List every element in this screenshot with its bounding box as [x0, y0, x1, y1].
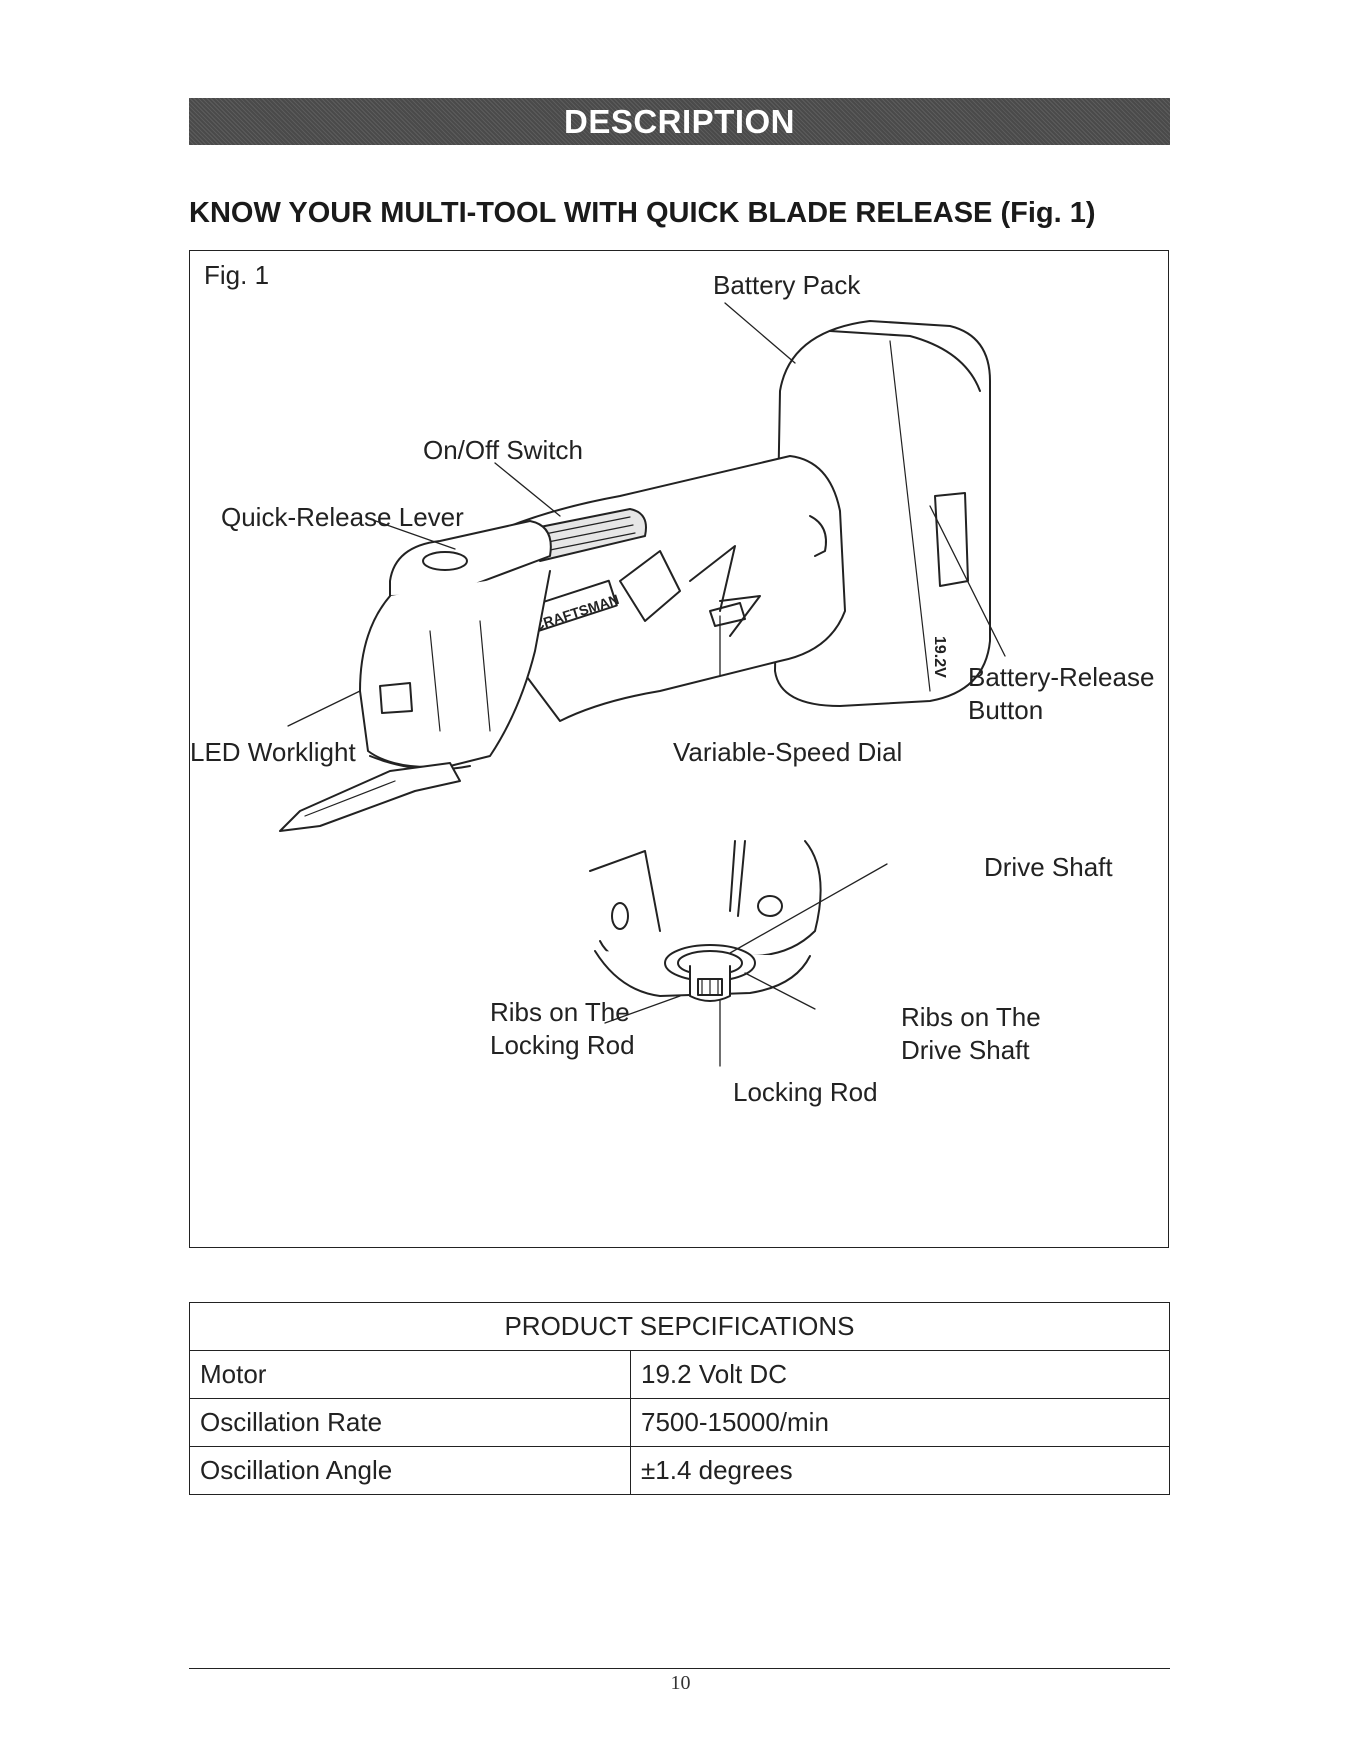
label-led-worklight: LED Worklight	[190, 737, 356, 767]
label-ribs-locking-rod-line2: Locking Rod	[490, 1030, 635, 1060]
label-ribs-drive-shaft-line1: Ribs on The	[901, 1002, 1041, 1032]
multi-tool-illustration: 19.2V CRAFTSMAN	[279, 302, 1006, 1067]
table-row: Oscillation Angle ±1.4 degrees	[189, 1446, 1170, 1495]
label-drive-shaft: Drive Shaft	[984, 852, 1113, 882]
footer-rule	[189, 1668, 1170, 1669]
banner-title: DESCRIPTION	[563, 102, 796, 140]
label-on-off-switch: On/Off Switch	[423, 435, 583, 465]
table-header-row: PRODUCT SEPCIFICATIONS	[189, 1302, 1170, 1351]
product-specifications-table: PRODUCT SEPCIFICATIONS Motor 19.2 Volt D…	[189, 1302, 1170, 1495]
page-number: 10	[670, 1672, 691, 1694]
section-heading: KNOW YOUR MULTI-TOOL WITH QUICK BLADE RE…	[189, 197, 1096, 229]
table-row: Motor 19.2 Volt DC	[189, 1350, 1170, 1399]
spec-key: Motor	[189, 1350, 631, 1399]
spec-value: 7500-15000/min	[630, 1398, 1170, 1447]
drive-shaft-detail-drawing	[589, 840, 822, 1002]
spec-key: Oscillation Angle	[189, 1446, 631, 1495]
battery-voltage-text: 19.2V	[931, 636, 948, 678]
table-title: PRODUCT SEPCIFICATIONS	[189, 1302, 1170, 1351]
label-locking-rod: Locking Rod	[733, 1077, 878, 1107]
label-battery-pack: Battery Pack	[713, 270, 861, 300]
leader-lines	[287, 302, 1006, 1067]
table-row: Oscillation Rate 7500-15000/min	[189, 1398, 1170, 1447]
label-battery-release-line2: Button	[968, 695, 1044, 725]
label-quick-release-lever: Quick-Release Lever	[221, 502, 464, 532]
spec-value: 19.2 Volt DC	[630, 1350, 1170, 1399]
spec-key: Oscillation Rate	[189, 1398, 631, 1447]
section-banner: DESCRIPTION	[189, 98, 1170, 145]
label-ribs-locking-rod-line1: Ribs on The	[490, 997, 630, 1027]
label-battery-release-line1: Battery-Release	[968, 662, 1155, 692]
label-ribs-drive-shaft-line2: Drive Shaft	[901, 1035, 1030, 1065]
figure-caption: Fig. 1	[204, 260, 270, 290]
label-variable-speed-dial: Variable-Speed Dial	[673, 737, 903, 767]
blade-drawing	[279, 762, 461, 832]
spec-value: ±1.4 degrees	[630, 1446, 1170, 1495]
figure-1: 19.2V CRAFTSMAN	[189, 250, 1169, 1248]
tool-head-drawing	[359, 520, 552, 771]
